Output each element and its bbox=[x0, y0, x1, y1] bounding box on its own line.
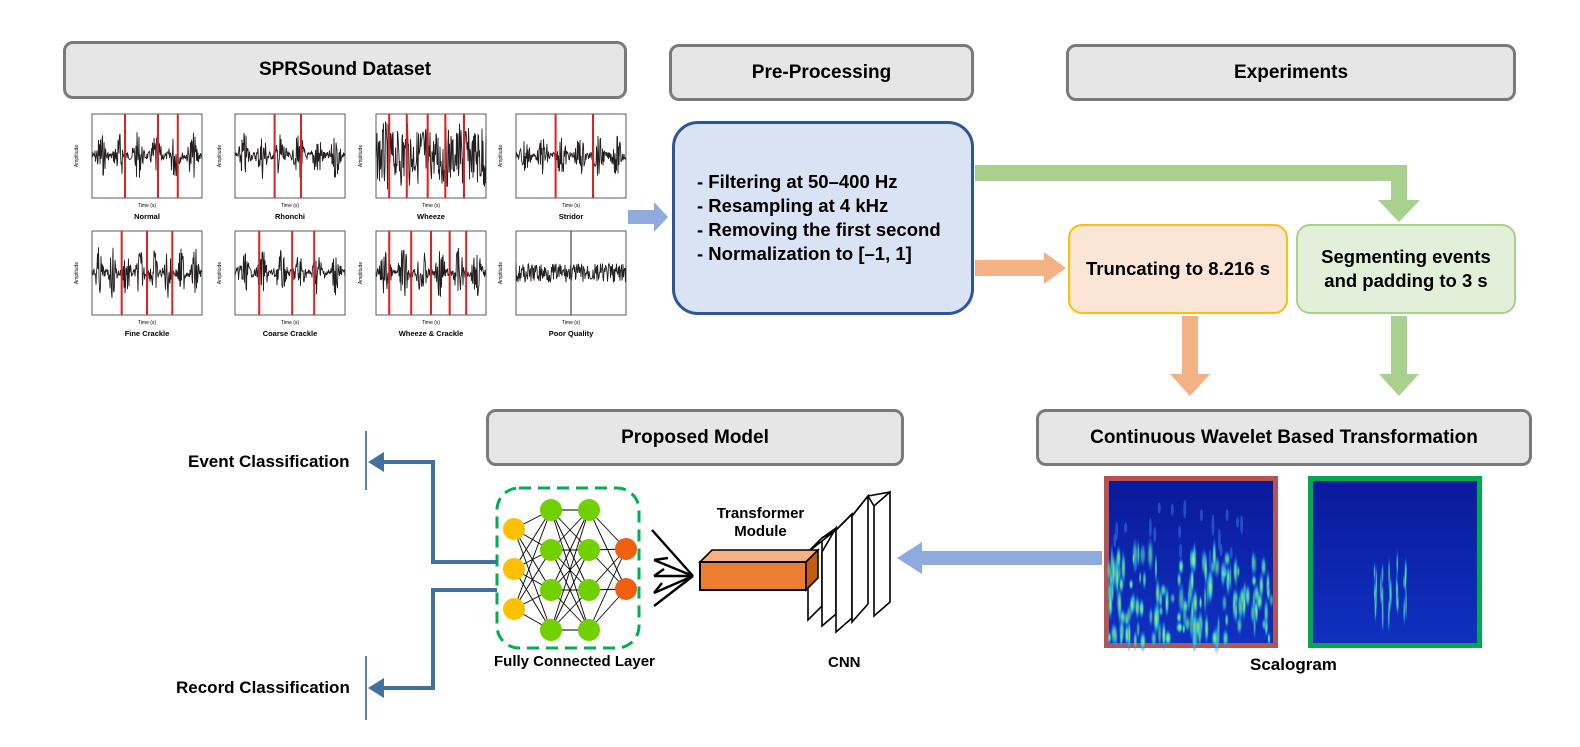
waveform-ylabel: Amplitude bbox=[74, 145, 80, 167]
event-classification-label: Event Classification bbox=[188, 452, 350, 471]
truncating-box: Truncating to 8.216 s bbox=[1068, 224, 1288, 314]
waveform-xlabel: Time (s) bbox=[562, 320, 580, 326]
cnn-label: CNN bbox=[828, 654, 861, 671]
fc-node bbox=[578, 499, 600, 521]
waveform-class-label: Stridor bbox=[559, 212, 584, 221]
fc-node bbox=[503, 598, 525, 620]
fc-node bbox=[615, 578, 637, 600]
waveform-class-label: Poor Quality bbox=[549, 329, 594, 338]
fc-node bbox=[540, 579, 562, 601]
preprocessing-step: - Filtering at 50–400 Hz bbox=[697, 171, 898, 192]
waveform-ylabel: Amplitude bbox=[74, 262, 80, 284]
fc-node bbox=[578, 539, 600, 561]
waveform-class-label: Wheeze bbox=[417, 212, 445, 221]
arrow-dataset-to-preprocessing bbox=[628, 202, 668, 232]
fc-network bbox=[495, 486, 641, 650]
waveform-ylabel: Amplitude bbox=[217, 145, 223, 167]
fc-node bbox=[540, 499, 562, 521]
waveform-xlabel: Time (s) bbox=[422, 320, 440, 326]
transformer-block bbox=[698, 548, 820, 592]
waveform-ylabel: Amplitude bbox=[358, 262, 364, 284]
fc-node bbox=[540, 619, 562, 641]
preprocessing-header: Pre-Processing bbox=[669, 44, 974, 101]
fc-label: Fully Connected Layer bbox=[494, 653, 655, 670]
transformer-to-fc-arrows bbox=[651, 529, 694, 607]
fc-node bbox=[503, 558, 525, 580]
scalogram-truncated bbox=[1104, 476, 1278, 656]
output-arrows bbox=[380, 460, 497, 690]
fc-node bbox=[578, 619, 600, 641]
record-classification-label: Record Classification bbox=[176, 678, 350, 697]
waveform-ylabel: Amplitude bbox=[498, 262, 504, 284]
arrow-preprocessing-to-segmenting bbox=[975, 165, 1420, 222]
model-header: Proposed Model bbox=[486, 409, 904, 466]
fc-node bbox=[503, 518, 525, 540]
arrow-preprocessing-to-truncating bbox=[975, 252, 1066, 284]
transformer-label: Transformer Module bbox=[716, 505, 805, 540]
fc-node bbox=[615, 538, 637, 560]
waveform-xlabel: Time (s) bbox=[422, 203, 440, 209]
dataset-header: SPRSound Dataset bbox=[63, 41, 627, 99]
waveform-xlabel: Time (s) bbox=[281, 203, 299, 209]
scalogram-segmented bbox=[1308, 476, 1482, 648]
arrow-segmenting-to-cwt bbox=[1379, 316, 1419, 396]
record-arrowhead bbox=[368, 678, 384, 698]
waveform-xlabel: Time (s) bbox=[138, 203, 156, 209]
event-arrowhead bbox=[368, 452, 384, 472]
waveform-xlabel: Time (s) bbox=[281, 320, 299, 326]
waveform-xlabel: Time (s) bbox=[138, 320, 156, 326]
cwt-header: Continuous Wavelet Based Transformation bbox=[1036, 409, 1532, 466]
waveform-class-label: Wheeze & Crackle bbox=[399, 329, 464, 338]
waveform-class-label: Normal bbox=[134, 212, 160, 221]
arrow-scalogram-to-cnn bbox=[897, 542, 1102, 574]
waveform-ylabel: Amplitude bbox=[358, 145, 364, 167]
experiments-header: Experiments bbox=[1066, 44, 1516, 101]
waveform-class-label: Fine Crackle bbox=[125, 329, 170, 338]
fc-node bbox=[540, 539, 562, 561]
preprocessing-step: - Normalization to [–1, 1] bbox=[697, 243, 912, 264]
preprocessing-box: - Filtering at 50–400 Hz - Resampling at… bbox=[672, 121, 974, 315]
segmenting-box: Segmenting events and padding to 3 s bbox=[1296, 224, 1516, 314]
fc-node bbox=[578, 579, 600, 601]
arrow-truncating-to-cwt bbox=[1170, 316, 1210, 396]
waveform-ylabel: Amplitude bbox=[498, 145, 504, 167]
preprocessing-step: - Resampling at 4 kHz bbox=[697, 195, 889, 216]
scalogram-label: Scalogram bbox=[1250, 655, 1337, 674]
waveform-class-label: Coarse Crackle bbox=[263, 329, 318, 338]
cnn-block bbox=[807, 490, 891, 634]
preprocessing-step: - Removing the first second bbox=[697, 219, 941, 240]
waveform-class-label: Rhonchi bbox=[275, 212, 305, 221]
waveform-ylabel: Amplitude bbox=[217, 262, 223, 284]
waveform-xlabel: Time (s) bbox=[562, 203, 580, 209]
